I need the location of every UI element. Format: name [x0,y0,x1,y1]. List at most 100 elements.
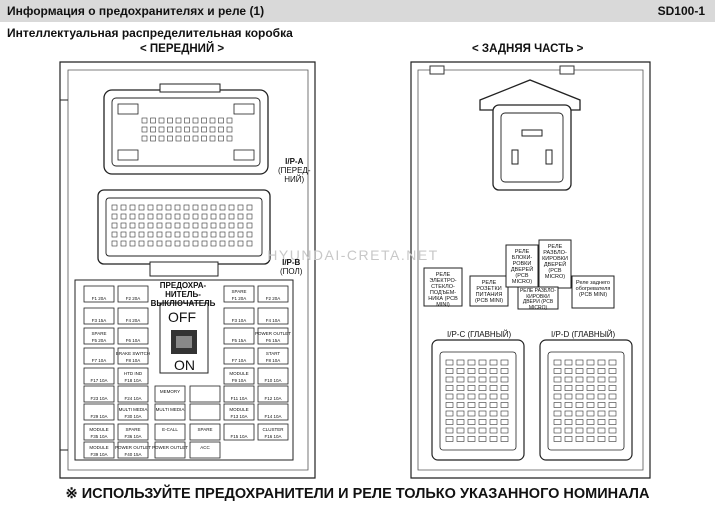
connector-ipb [97,189,271,277]
connector-pin [489,419,498,425]
connector-pin [478,436,487,442]
connector-pin [156,204,163,211]
connector-pin [226,135,233,142]
connector-pin [246,231,253,238]
connector-pin [478,385,487,391]
connector-pin [456,359,465,366]
connector-pin [564,376,573,383]
connector-pin [456,402,465,408]
connector-pin [156,213,163,220]
fuse-switch [159,302,209,374]
connector-pin [158,126,165,133]
connector-pin [597,427,606,434]
connector-pin [575,427,584,434]
fuse-rating: F18 10A [124,378,141,383]
fuse-rating: F36 10A [124,434,141,439]
connector-ipc [431,339,525,461]
connector-pin [120,222,127,229]
connector-pin [597,436,606,442]
fuse-rating: F2 20A [266,296,281,301]
connector-pin [553,402,562,408]
fuse-cell [117,385,149,403]
fuse-name: MODULE [89,445,108,450]
fuse-rating: F4 10A [266,318,281,323]
relay-6 [571,275,615,309]
connector-pin [489,393,498,400]
fuse-rating: F1 20A [92,296,107,301]
relay-5-label: РЕЛЕ РАЗБЛО-КИРОВКИ ДВЕРИ (PCB MICRO) [519,288,557,311]
connector-pin [141,126,148,133]
connector-pin [184,126,190,133]
connector-pin [210,222,217,229]
relay-1-label: РЕЛЕ ЭЛЕКТРО-СТЕКЛО-ПОДЪЕМ-НИКА (PCB MIN… [428,272,458,308]
connector-pin [228,240,235,247]
connector-pin [219,222,226,229]
connector-pin [608,419,617,425]
connector-pin [467,368,476,374]
connector-pin [226,117,233,124]
fuse-name: MODULE [229,371,248,376]
fuse-rating: F24 10A [124,396,141,401]
fuse-rating: F16 10A [264,434,281,439]
fuse-rating: F23 10A [90,396,107,401]
connector-pin [586,385,595,391]
fuse-cell [83,285,115,303]
fuse-rating: F4 20A [126,318,141,323]
fuse-rating: F3 15A [92,318,107,323]
fuse-rating: F35 10A [90,434,107,439]
connector-pin [608,436,617,442]
connector-pin [586,402,595,408]
rear-panel-outline [410,61,651,479]
connector-pin [489,359,498,366]
connector-pin [478,368,487,374]
fuse-cell [223,285,255,303]
connector-pin [467,402,476,408]
fuse-cell [83,385,115,403]
connector-pin [237,213,244,220]
connector-pin [564,427,573,434]
fuse-rating: F17 10A [90,378,107,383]
connector-pin [111,222,118,229]
fuse-cell [117,327,149,345]
connector-pin [445,402,454,408]
connector-pin [175,135,182,142]
fuse-cell [154,441,186,459]
connector-pin [553,393,562,400]
fuse-rating: F10 10A [264,378,281,383]
connector-pin [165,240,172,247]
fuse-cell [189,423,221,441]
connector-pin [174,240,181,247]
connector-ipd [539,339,633,461]
connector-pin [489,376,498,383]
ipa-label: I/P-A (ПЕРЕД- НИЙ) [278,157,311,184]
connector-pin [500,436,509,442]
fuse-cell [223,307,255,325]
fuse-name: POWER OUTLET [115,445,151,450]
connector-pin [456,410,465,417]
connector-pin [456,419,465,425]
connector-pin [608,385,617,391]
connector-pin [575,393,584,400]
connector-pin [445,419,454,425]
fuse-rating: F6 15A [266,338,281,343]
connector-pin [156,231,163,238]
fuse-rating: F15 10A [230,434,247,439]
fuse-rating: F3 10A [232,318,247,323]
connector-pin [586,436,595,442]
relay-3 [505,244,539,288]
connector-pin [201,222,208,229]
rear-connector [479,79,581,191]
subtitle: Интеллектуальная распределительная короб… [7,26,293,40]
connector-pin [111,240,118,247]
connector-pin [500,368,509,374]
connector-pin [209,117,216,124]
connector-pin [218,117,224,124]
connector-pin [608,402,617,408]
connector-pin [489,436,498,442]
connector-pin [141,117,148,124]
fuse-cell [257,423,289,441]
connector-pin [467,359,476,366]
connector-pin [150,135,156,142]
fuse-rating: F1 20A [232,296,247,301]
fuse-cell [189,385,221,403]
